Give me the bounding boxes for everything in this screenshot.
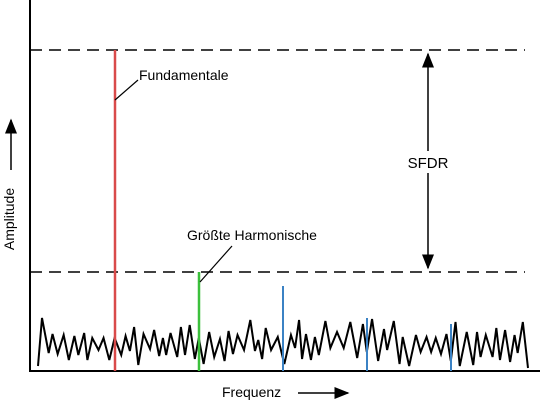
noise-floor: [37, 317, 529, 369]
fundamental-label: Fundamentale: [139, 67, 229, 83]
sfdr-label-bg: [404, 151, 452, 173]
largest-harmonic-label: Größte Harmonische: [187, 227, 317, 243]
harmonic-leader-line: [199, 245, 233, 283]
sfdr-label: SFDR: [408, 155, 449, 172]
x-axis-label: Frequenz: [222, 384, 281, 400]
y-axis-label: Amplitude: [1, 188, 17, 250]
fundamental-leader-line: [114, 79, 139, 101]
